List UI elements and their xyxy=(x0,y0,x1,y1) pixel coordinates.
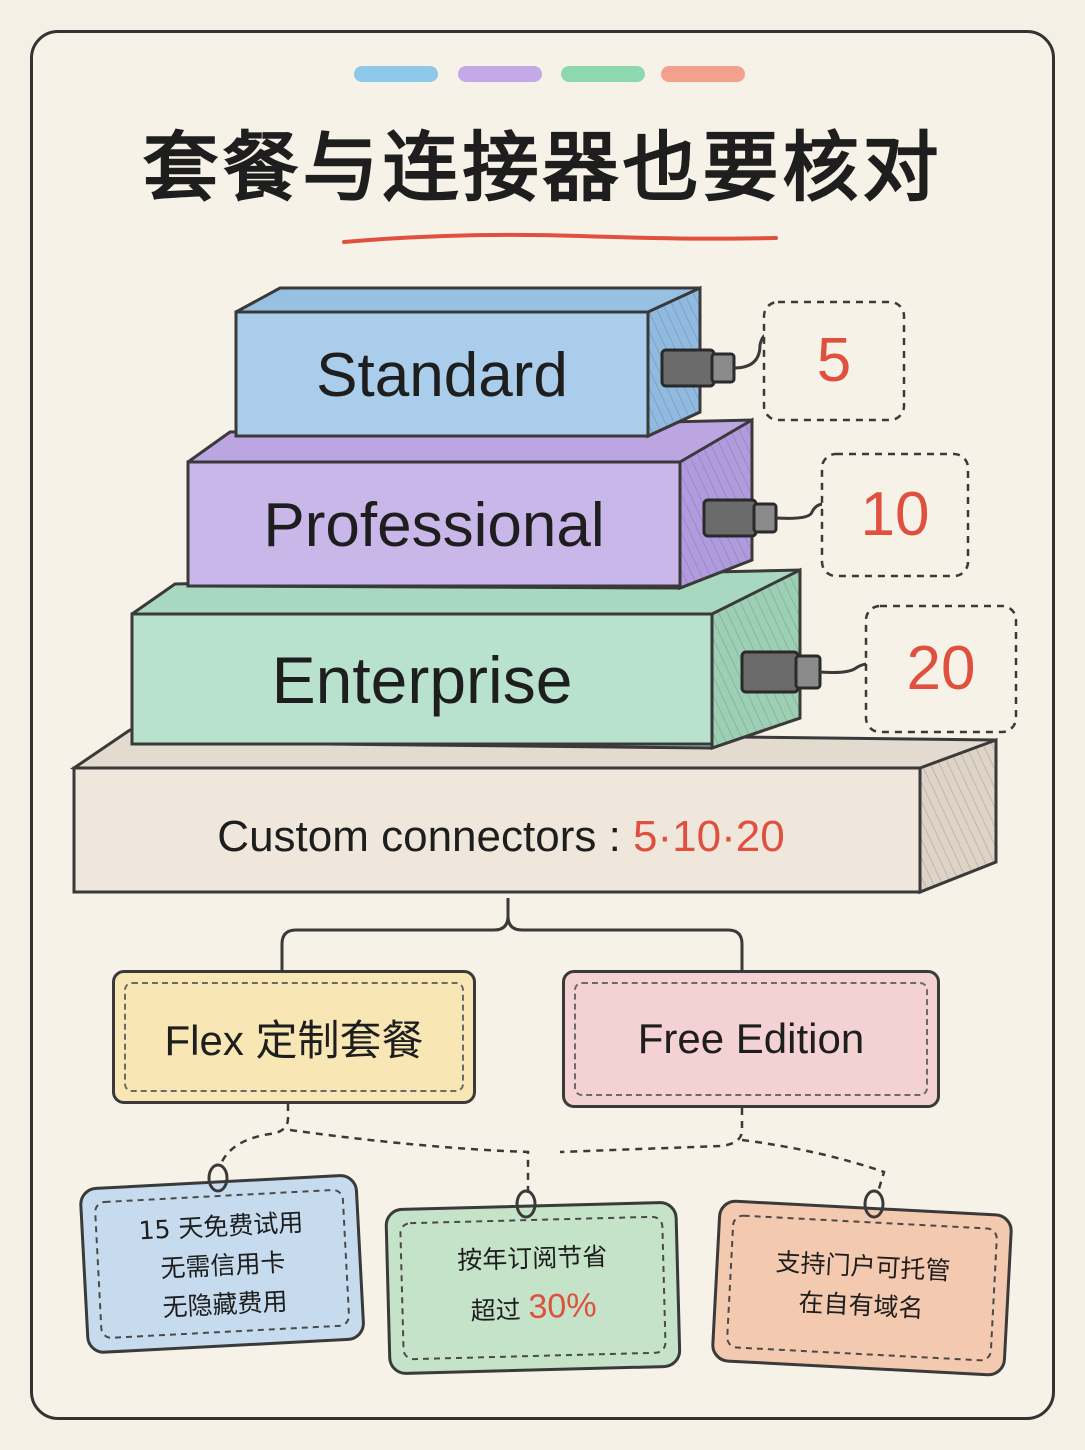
custom-connectors-text: Custom connectors : xyxy=(217,812,621,861)
color-dash-bar xyxy=(354,66,754,82)
standard-connector-count: 5 xyxy=(816,326,852,395)
connector-plug-icon xyxy=(702,498,825,538)
professional-block xyxy=(186,417,754,591)
standard-block xyxy=(234,285,702,439)
connector-plug-icon xyxy=(740,650,869,694)
enterprise-connector-count: 20 xyxy=(906,634,976,703)
tier-name-standard: Standard xyxy=(316,341,568,410)
free-edition-label: Free Edition xyxy=(574,982,928,1096)
note-links xyxy=(218,1104,886,1196)
tier-name-professional: Professional xyxy=(263,491,605,560)
clip-ring-icon xyxy=(207,1163,229,1193)
custom-connectors-values: 5·10·20 xyxy=(633,812,785,861)
branch-connector xyxy=(280,898,744,972)
free-edition-box: Free Edition xyxy=(562,970,940,1108)
note-card-trial xyxy=(79,1174,365,1354)
flex-plan-label: Flex 定制套餐 xyxy=(124,982,464,1092)
note-annual-highlight: 30% xyxy=(527,1286,598,1326)
standard-count-box xyxy=(762,300,906,422)
note-card-annual xyxy=(384,1201,682,1375)
note-annual-text: 按年订阅节省 超过 30% xyxy=(401,1237,665,1337)
purple-dash xyxy=(458,66,542,82)
note-trial-text: 15 天免费试用 无需信用卡 无隐藏费用 xyxy=(95,1202,351,1331)
base-slab xyxy=(69,728,998,895)
green-dash xyxy=(561,66,645,82)
note-card-portal xyxy=(711,1199,1013,1377)
page-title: 套餐与连接器也要核对 xyxy=(142,123,943,212)
title-underline xyxy=(342,232,778,244)
blue-dash xyxy=(354,66,438,82)
enterprise-count-box xyxy=(864,604,1018,734)
professional-count-box xyxy=(820,452,970,578)
professional-connector-count: 10 xyxy=(860,480,930,549)
note-annual-line-1: 按年订阅节省 xyxy=(456,1242,608,1275)
note-annual-line-2: 超过 xyxy=(470,1295,521,1326)
flex-plan-box: Flex 定制套餐 xyxy=(112,970,476,1104)
tier-name-enterprise: Enterprise xyxy=(271,643,573,717)
orange-dash xyxy=(661,66,745,82)
clip-ring-icon xyxy=(863,1189,885,1219)
custom-connectors-label: Custom connectors : 5·10·20 xyxy=(76,812,926,862)
connector-plug-icon xyxy=(660,332,769,388)
note-portal-text: 支持门户可托管 在自有域名 xyxy=(728,1241,996,1332)
clip-ring-icon xyxy=(515,1189,537,1219)
